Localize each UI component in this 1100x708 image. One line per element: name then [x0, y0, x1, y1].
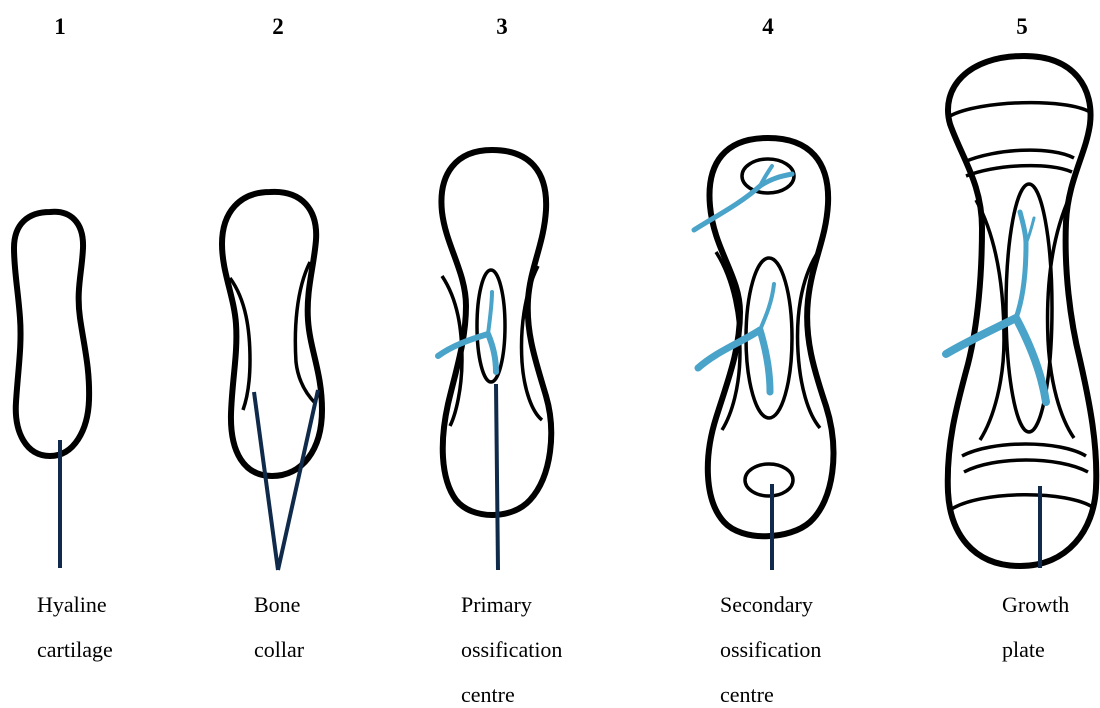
stage-4-label-line: Secondary: [720, 592, 813, 617]
stage-3-label-line: ossification: [461, 637, 562, 662]
stage-1-cartilage-model: [14, 212, 89, 456]
stage-1-number: 1: [54, 14, 66, 39]
stage-2-label-line: collar: [254, 637, 305, 662]
stage-4-label-line: centre: [720, 682, 774, 707]
stage-5-number: 5: [1016, 14, 1028, 39]
stage-2-label: Bone collar: [254, 592, 306, 662]
stage-4-number: 4: [762, 14, 774, 39]
stage-4-bone-model: [708, 138, 834, 536]
bone-outline: [948, 56, 1097, 566]
stage-4-label-line: ossification: [720, 637, 821, 662]
stage-5-label-line: Growth: [1002, 592, 1069, 617]
stage-4-label: Secondary ossification centre: [720, 592, 827, 707]
stage-5-bone-model: [948, 56, 1097, 566]
stage-5-label: Growth plate: [1002, 592, 1075, 662]
bone-outline: [708, 138, 834, 536]
stage-1-label: Hyaline cartilage: [37, 592, 113, 662]
stage-3-label-line: centre: [461, 682, 515, 707]
stage-3-number: 3: [496, 14, 508, 39]
stage-2-number: 2: [272, 14, 284, 39]
stage-3-label-line: Primary: [461, 592, 532, 617]
stage-1-label-line: Hyaline: [37, 592, 107, 617]
cartilage-outline: [14, 212, 89, 456]
stage-1-label-line: cartilage: [37, 637, 113, 662]
stage-3-leader-line: [496, 384, 498, 570]
stage-3-label: Primary ossification centre: [461, 592, 568, 707]
stage-5-label-line: plate: [1002, 637, 1045, 662]
stage-2-label-line: Bone: [254, 592, 300, 617]
